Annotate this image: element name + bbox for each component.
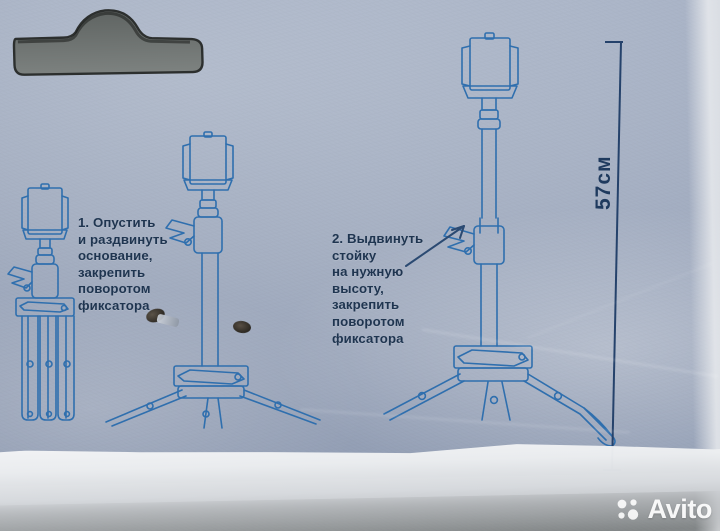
instruction-step-1: 1. Опустить и раздвинуть основание, закр… — [78, 215, 168, 313]
diagram-tripod-folded — [2, 182, 92, 432]
instruction-step-2: 2. Выдвинуть стойку на нужную высоту, за… — [332, 231, 424, 346]
avito-logo-icon — [617, 498, 638, 520]
avito-watermark-text: Avito — [647, 494, 713, 524]
diagram-tripod-extended — [378, 28, 638, 448]
avito-watermark: Avito — [616, 494, 713, 525]
diagram-tripod-base-open — [92, 128, 352, 429]
dimension-line — [600, 40, 630, 472]
lock-lever-arrow — [402, 216, 482, 272]
hang-slot-cutout — [5, 3, 239, 87]
dimension-label: 57см — [592, 155, 615, 210]
